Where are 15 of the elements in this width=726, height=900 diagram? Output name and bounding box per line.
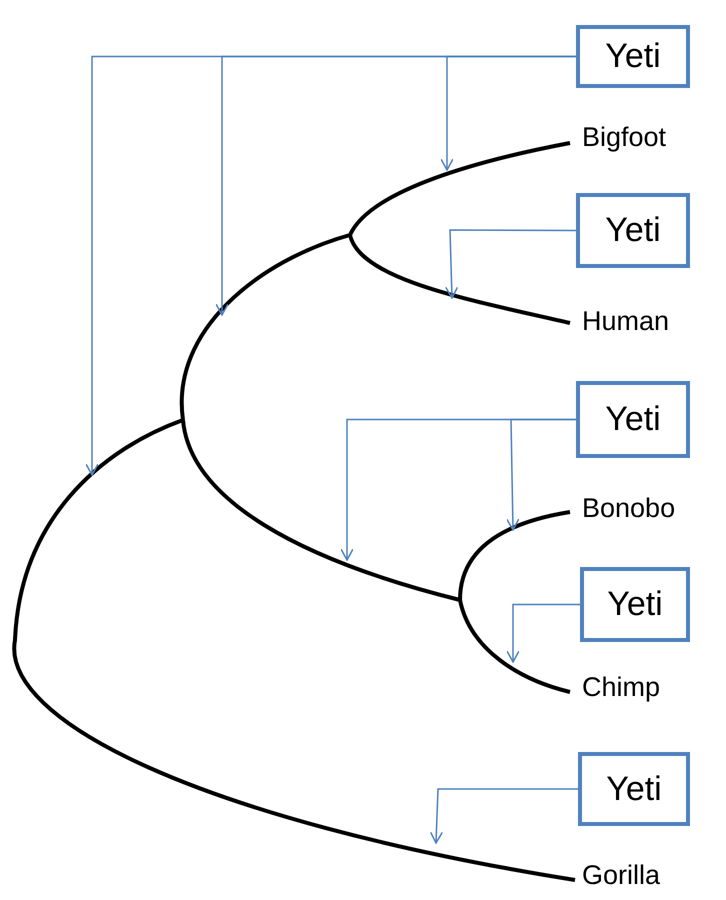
- species-label: Chimp: [582, 672, 660, 703]
- label-box: Yeti: [576, 381, 690, 458]
- arrow: [444, 229, 576, 299]
- species-label: Bonobo: [582, 493, 676, 524]
- arrow: [440, 56, 576, 171]
- arrow: [506, 604, 580, 663]
- species-label: Human: [582, 306, 670, 337]
- label-box: Yeti: [576, 193, 690, 268]
- arrow: [430, 788, 578, 844]
- arrow: [506, 418, 576, 531]
- species-label: Gorilla: [582, 860, 660, 891]
- label-box: Yeti: [578, 752, 690, 826]
- label-box: Yeti: [576, 25, 690, 88]
- label-box: Yeti: [580, 567, 690, 642]
- species-label: Bigfoot: [582, 122, 666, 153]
